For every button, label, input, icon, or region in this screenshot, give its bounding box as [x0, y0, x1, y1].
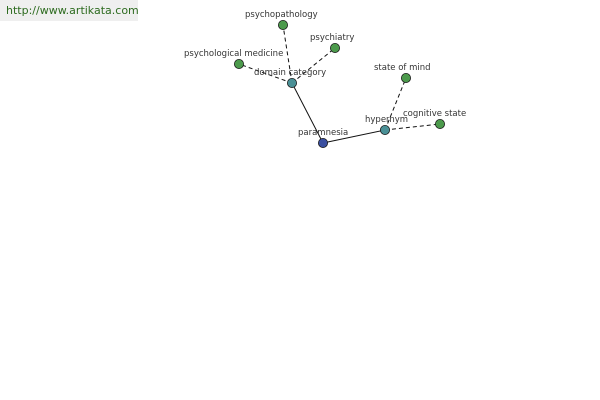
edge-domain-category-psychiatry [291, 47, 336, 84]
edge-domain-category-psychological-medicine [238, 63, 293, 84]
edge-domain-category-psychopathology [282, 24, 293, 84]
watermark-url: http://www.artikata.com [0, 0, 139, 21]
nodes-layer [233, 19, 445, 148]
node-psychiatry[interactable] [329, 43, 340, 54]
node-cognitive-state[interactable] [434, 119, 445, 130]
edges-layer [238, 24, 441, 144]
node-label-state-of-mind: state of mind [374, 63, 431, 73]
edge-hypernym-state-of-mind [384, 77, 407, 131]
node-label-paramnesia: paramnesia [298, 128, 348, 138]
edge-paramnesia-hypernym [322, 129, 386, 144]
node-state-of-mind[interactable] [400, 73, 411, 84]
edge-paramnesia-domain-category [291, 82, 324, 144]
node-hypernym[interactable] [379, 125, 390, 136]
node-psychological-medicine[interactable] [233, 59, 244, 70]
node-psychopathology[interactable] [277, 19, 288, 30]
node-label-psychological-medicine: psychological medicine [184, 49, 283, 59]
node-paramnesia[interactable] [317, 137, 328, 148]
node-label-hypernym: hypernym [365, 115, 408, 125]
node-domain-category[interactable] [286, 78, 297, 89]
node-label-domain-category: domain category [254, 68, 326, 78]
labels-layer: paramnesia domain category hypernym psyc… [184, 10, 466, 138]
node-label-cognitive-state: cognitive state [403, 109, 466, 119]
node-label-psychiatry: psychiatry [310, 33, 354, 43]
node-label-psychopathology: psychopathology [245, 10, 318, 20]
edge-hypernym-cognitive-state [384, 123, 441, 131]
